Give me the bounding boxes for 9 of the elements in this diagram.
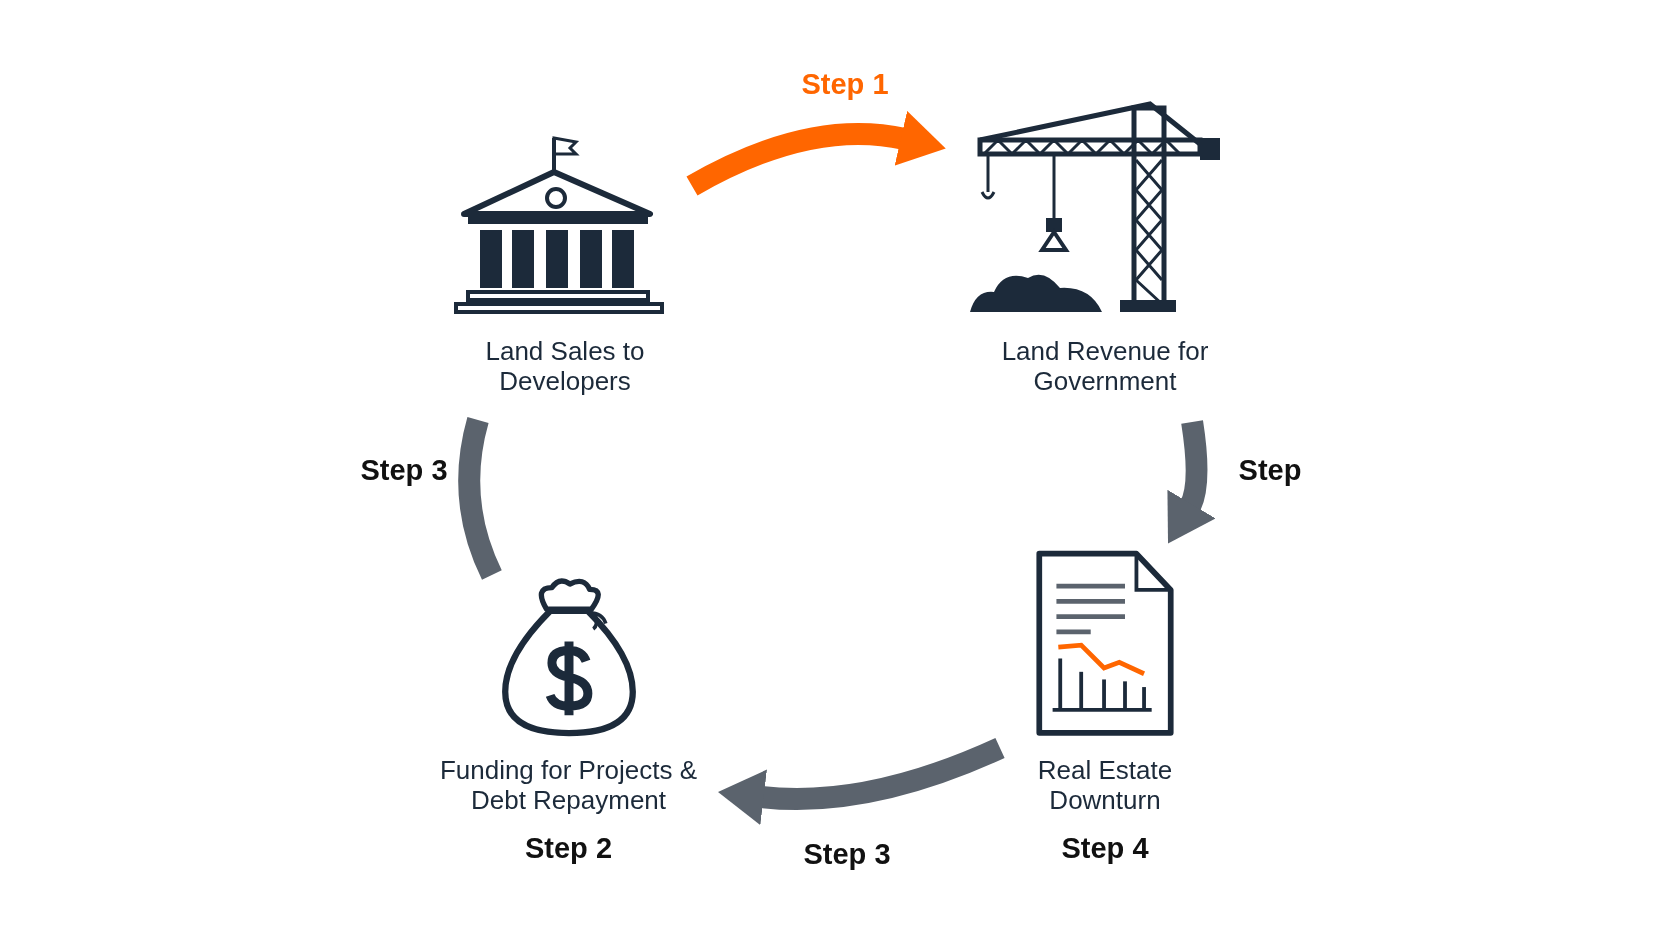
- arrow: [686, 110, 947, 196]
- step-label: Step 2: [525, 830, 612, 866]
- step-label: Step 4: [1061, 830, 1149, 866]
- node-label: Land Sales to Developers: [484, 336, 646, 396]
- node-label: Land Revenue for Government: [1000, 336, 1210, 396]
- arrow: [717, 737, 1005, 826]
- node-label: Real Estate Downturn: [1036, 754, 1174, 815]
- node-label: Funding for Projects & Debt Repayment: [438, 754, 699, 815]
- arrow: [1166, 420, 1217, 545]
